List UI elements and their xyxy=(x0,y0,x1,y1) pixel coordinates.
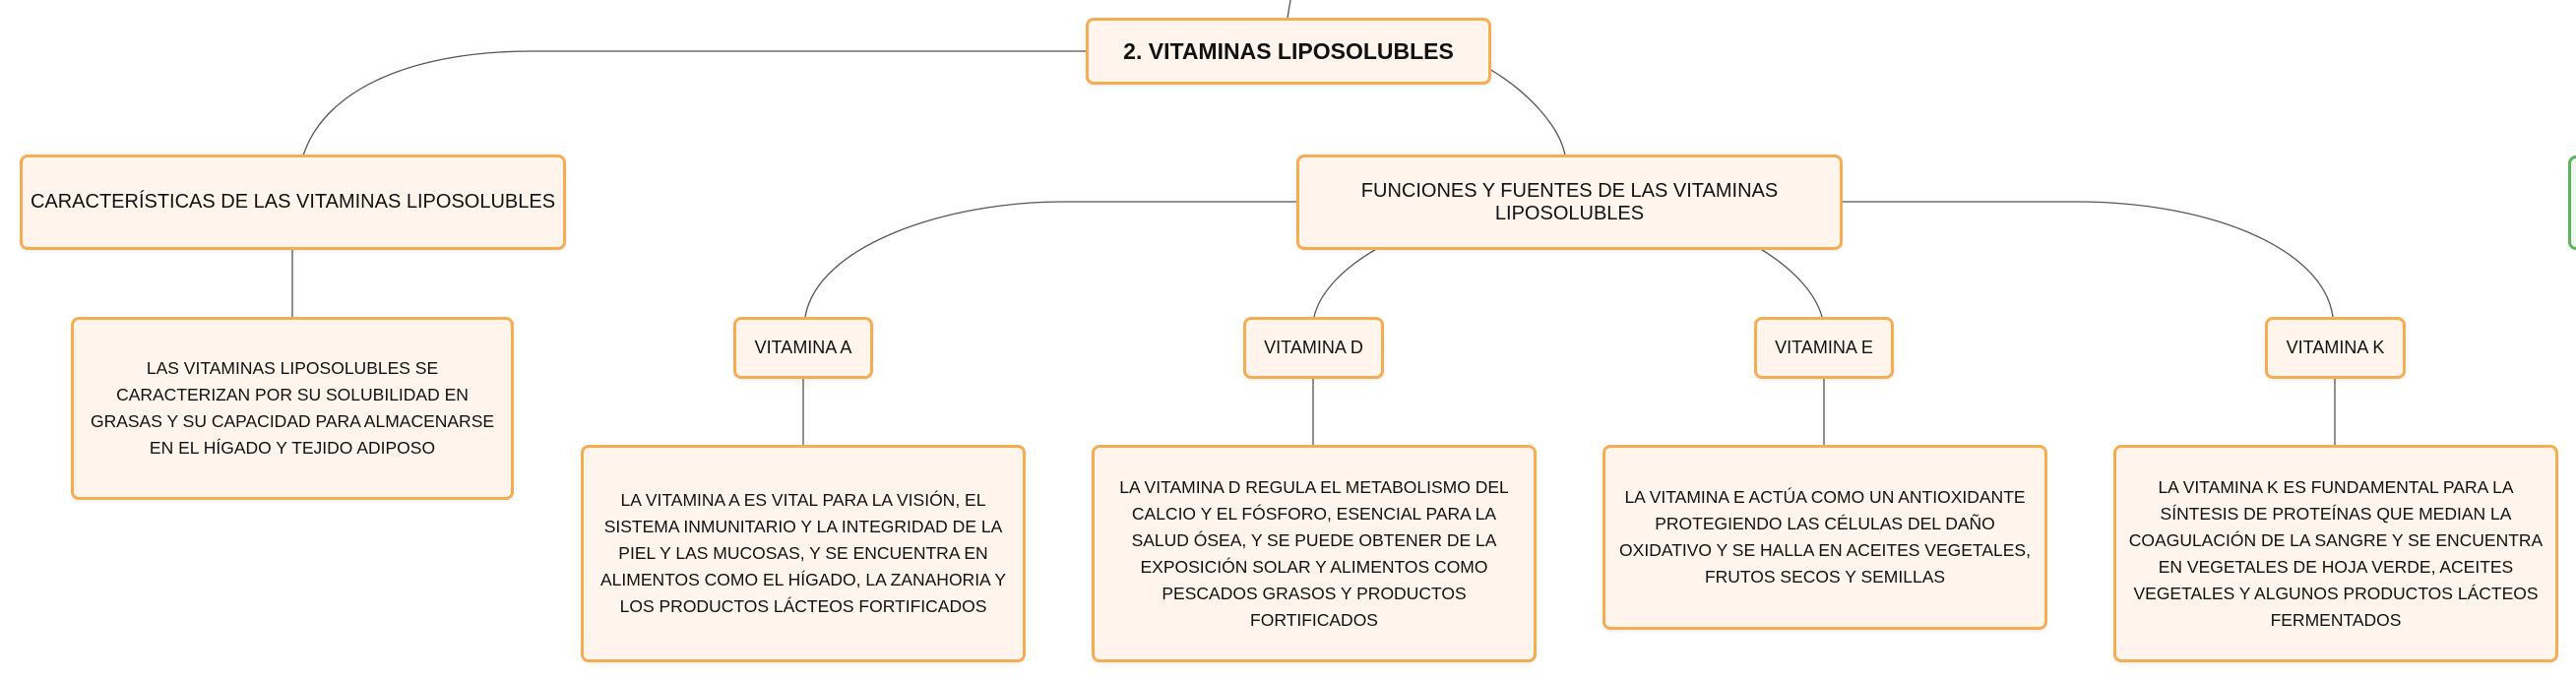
vitamin-k-description-node[interactable]: LA VITAMINA K ES FUNDAMENTAL PARA LA SÍN… xyxy=(2113,445,2558,662)
connector-root-to-characteristics xyxy=(302,50,1086,156)
vitamin-a-node[interactable]: VITAMINA A xyxy=(733,317,873,379)
vitamin-a-label: VITAMINA A xyxy=(754,338,852,357)
vitamin-a-description-node[interactable]: LA VITAMINA A ES VITAL PARA LA VISIÓN, E… xyxy=(581,445,1026,662)
vitamin-d-node[interactable]: VITAMINA D xyxy=(1243,317,1384,379)
connector-functions-to-vitamin-k xyxy=(1842,201,2334,318)
characteristics-description-node[interactable]: LAS VITAMINAS LIPOSOLUBLES SE CARACTERIZ… xyxy=(71,317,514,500)
vitamin-k-description: LA VITAMINA K ES FUNDAMENTAL PARA LA SÍN… xyxy=(2128,476,2544,630)
connector-functions-to-vitamin-e xyxy=(1758,247,1823,318)
vitamin-d-description: LA VITAMINA D REGULA EL METABOLISMO DEL … xyxy=(1119,476,1509,630)
vitamin-d-description-node[interactable]: LA VITAMINA D REGULA EL METABOLISMO DEL … xyxy=(1092,445,1537,662)
characteristics-label: CARACTERÍSTICAS DE LAS VITAMINAS LIPOSOL… xyxy=(30,191,556,213)
connector-root-to-functions xyxy=(1488,68,1566,156)
vitamin-d-label: VITAMINA D xyxy=(1264,338,1363,357)
characteristics-node[interactable]: CARACTERÍSTICAS DE LAS VITAMINAS LIPOSOL… xyxy=(20,155,566,250)
vitamin-e-node[interactable]: VITAMINA E xyxy=(1754,317,1894,379)
root-node[interactable]: 2. VITAMINAS LIPOSOLUBLES xyxy=(1086,18,1491,85)
vitamin-k-node[interactable]: VITAMINA K xyxy=(2265,317,2406,379)
connector-parent-to-root xyxy=(1287,0,1291,19)
offscreen-node-edge[interactable] xyxy=(2568,155,2576,250)
vitamin-a-description: LA VITAMINA A ES VITAL PARA LA VISIÓN, E… xyxy=(599,490,1006,616)
vitamin-e-description-node[interactable]: LA VITAMINA E ACTÚA COMO UN ANTIOXIDANTE… xyxy=(1602,445,2047,630)
vitamin-k-label: VITAMINA K xyxy=(2286,338,2385,357)
vitamin-e-label: VITAMINA E xyxy=(1775,338,1873,357)
vitamin-e-description: LA VITAMINA E ACTÚA COMO UN ANTIOXIDANTE… xyxy=(1619,487,2031,587)
characteristics-description: LAS VITAMINAS LIPOSOLUBLES SE CARACTERIZ… xyxy=(90,358,495,458)
functions-label: FUNCIONES Y FUENTES DE LAS VITAMINAS LIP… xyxy=(1360,179,1779,224)
connector-functions-to-vitamin-a xyxy=(804,201,1297,318)
root-label: 2. VITAMINAS LIPOSOLUBLES xyxy=(1123,37,1454,64)
connector-functions-to-vitamin-d xyxy=(1313,247,1379,318)
functions-node[interactable]: FUNCIONES Y FUENTES DE LAS VITAMINAS LIP… xyxy=(1296,155,1843,250)
